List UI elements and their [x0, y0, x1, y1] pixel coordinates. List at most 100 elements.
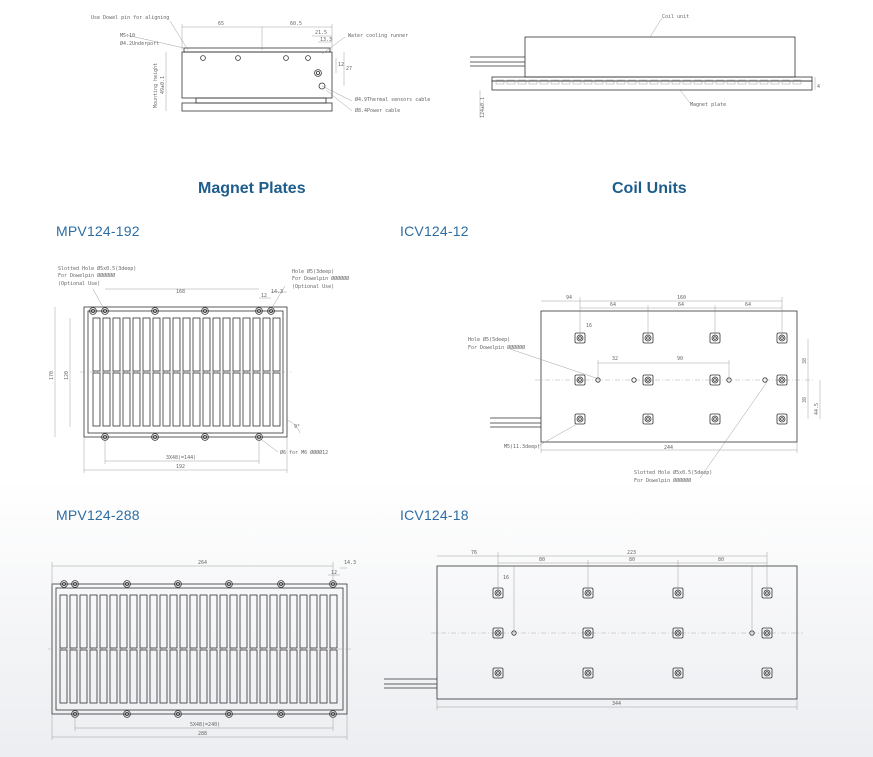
- dim-64-a: 64: [610, 302, 616, 308]
- magnet-pole: [309, 594, 318, 649]
- threaded-hole-core: [646, 378, 650, 382]
- magnet-pole: [179, 649, 188, 704]
- magnet-pole: [329, 594, 338, 649]
- magnet-pole: [242, 372, 251, 427]
- mounting-hole: [71, 580, 79, 588]
- threaded-hole: [574, 374, 586, 386]
- threaded-hole-ring: [644, 376, 652, 384]
- mounting-hole-inner: [152, 434, 157, 439]
- m5-note: M5:10: [120, 33, 135, 39]
- hole-note-1: Hole Ø5(3deep): [292, 268, 334, 275]
- dim-80-c: 80: [718, 557, 724, 563]
- mounting-hole: [201, 307, 209, 315]
- magnet-pole: [616, 79, 626, 85]
- magnet-pole: [212, 372, 221, 427]
- mounting-hole: [123, 710, 131, 718]
- threaded-hole-core: [765, 631, 769, 635]
- threaded-hole: [776, 374, 788, 386]
- mounting-hole-inner: [125, 712, 130, 717]
- magnet-pole: [252, 317, 261, 372]
- hole-note-3: (Optional Use): [292, 284, 334, 290]
- mounting-hole: [151, 433, 159, 441]
- magnet-pole: [239, 594, 248, 649]
- hole-note-2: For Dowelpin ØØØØØØ: [468, 344, 525, 351]
- mounting-hole: [123, 580, 131, 588]
- magnet-pole: [192, 372, 201, 427]
- dim-height: 49±0.1: [160, 76, 166, 94]
- mounting-hole: [201, 433, 209, 441]
- dim-44-5: 44.5: [814, 403, 820, 415]
- magnet-pole: [693, 79, 703, 85]
- model-icv124-18: ICV124-18: [400, 507, 469, 523]
- threaded-hole-ring: [576, 376, 584, 384]
- dim-344: 344: [612, 701, 621, 707]
- slot-note-3: (Optional Use): [58, 281, 100, 287]
- magnet-pole: [561, 79, 571, 85]
- threaded-hole-core: [780, 378, 784, 382]
- magnet-pole: [79, 594, 88, 649]
- mounting-hole: [89, 307, 97, 315]
- magnet-pole: [142, 317, 151, 372]
- magnet-pole: [232, 372, 241, 427]
- threaded-hole: [574, 413, 586, 425]
- slot-note-2: For Dowelpin ØØØØØØ: [634, 477, 691, 484]
- magnet-plates-heading: Magnet Plates: [198, 180, 306, 197]
- magnet-pole: [169, 594, 178, 649]
- dim-170: 170: [49, 371, 55, 380]
- magnet-pole: [202, 317, 211, 372]
- magnet-pole: [109, 594, 118, 649]
- threaded-hole-ring: [584, 669, 592, 677]
- threaded-hole: [642, 413, 654, 425]
- magnet-pole: [704, 79, 714, 85]
- dim-12: 12: [261, 293, 267, 299]
- magnet-pole: [199, 594, 208, 649]
- dim-192: 192: [176, 464, 185, 470]
- magnet-pole: [209, 649, 218, 704]
- mounting-hole: [267, 307, 275, 315]
- magnet-pole: [219, 649, 228, 704]
- mounting-hole: [101, 307, 109, 315]
- magnet-pole: [162, 317, 171, 372]
- top-left-side-drawing: Use Dowel pin for aligning M5:10 Ø4.2Und…: [91, 15, 430, 114]
- magnet-pole: [279, 649, 288, 704]
- threaded-hole: [672, 627, 684, 639]
- magnet-pole: [172, 317, 181, 372]
- magnet-pole: [229, 594, 238, 649]
- slot-note-1: Slotted Hole Ø5x0.5(3deep): [58, 265, 136, 272]
- magnet-pole: [119, 649, 128, 704]
- magnet-pole: [69, 594, 78, 649]
- threaded-hole-core: [780, 417, 784, 421]
- hole-note-1: Hole Ø5(5deep): [468, 336, 510, 343]
- magnet-pole: [715, 79, 725, 85]
- dim-13-3: 13.3: [320, 37, 332, 43]
- magnet-pole: [189, 649, 198, 704]
- mounting-hole-inner: [202, 308, 207, 313]
- threaded-hole-ring: [674, 629, 682, 637]
- hole-note-2: For Dowelpin ØØØØØØ: [292, 275, 349, 282]
- dim-4: 4: [817, 84, 820, 90]
- mounting-hole-inner: [125, 582, 130, 587]
- mounting-hole: [60, 580, 68, 588]
- dim-angle: 9°: [294, 424, 300, 430]
- threaded-hole-ring: [576, 415, 584, 423]
- dim-64-b: 64: [678, 302, 684, 308]
- slot-note-1: Slotted Hole Ø5x0.5(5deep): [634, 469, 712, 476]
- magnet-pole: [139, 594, 148, 649]
- magnet-pole: [112, 317, 121, 372]
- magnet-pole: [671, 79, 681, 85]
- magnet-pole: [102, 317, 111, 372]
- magnet-pole: [102, 372, 111, 427]
- coil-unit-note: Coil unit: [662, 14, 689, 20]
- magnet-pole: [219, 594, 228, 649]
- dim-27: 27: [346, 66, 352, 72]
- magnet-pole: [272, 372, 281, 427]
- magnet-pole: [792, 79, 802, 85]
- magnet-pole: [92, 372, 101, 427]
- dim-3x48: 3X48(=144): [166, 455, 196, 461]
- dim-168: 168: [176, 289, 185, 295]
- magnet-pole: [252, 372, 261, 427]
- magnet-pole: [142, 372, 151, 427]
- threaded-hole: [672, 667, 684, 679]
- magnet-pole: [99, 594, 108, 649]
